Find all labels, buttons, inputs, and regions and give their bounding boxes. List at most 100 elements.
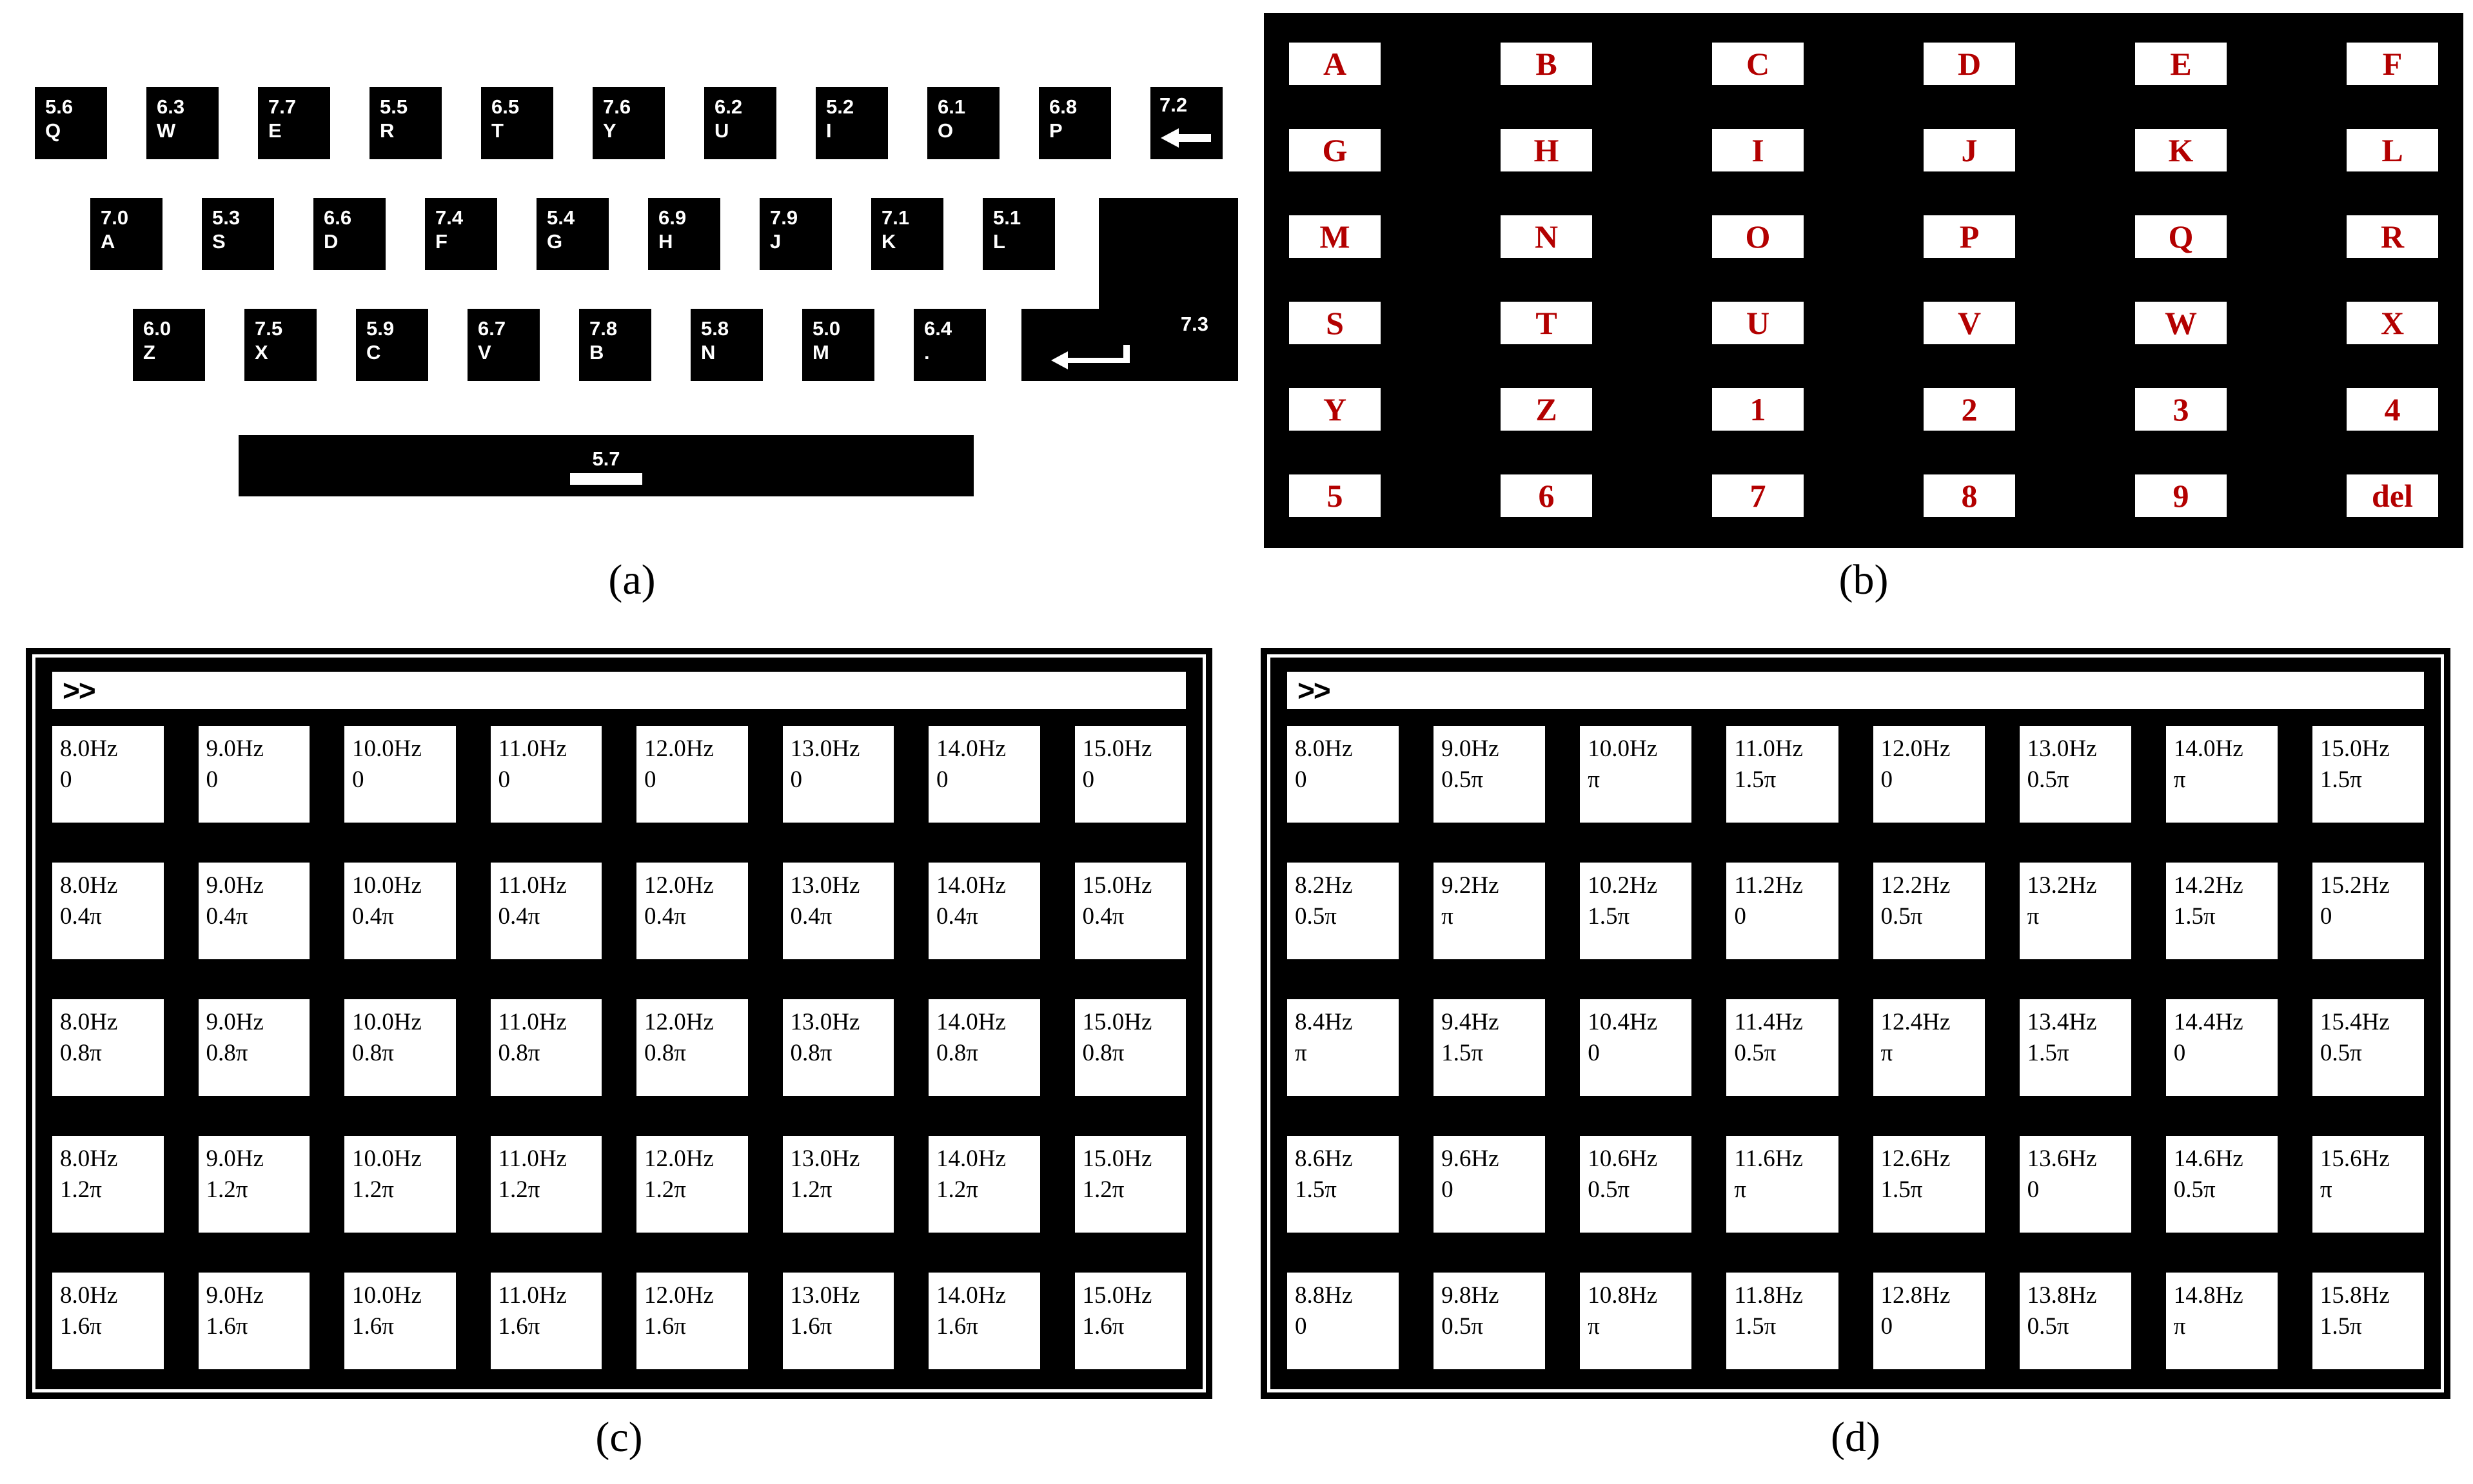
enter-key[interactable]: 7.3 — [1021, 309, 1238, 381]
backspace-key[interactable]: 7.2 — [1150, 87, 1223, 159]
key-period[interactable]: 6.4. — [914, 309, 986, 381]
key-C[interactable]: C — [1712, 43, 1804, 85]
space-key[interactable]: 5.7 — [239, 435, 974, 496]
key-K[interactable]: K — [2135, 129, 2227, 171]
key-6[interactable]: 6 — [1501, 474, 1592, 517]
key-N[interactable]: N — [1501, 215, 1592, 258]
key-M[interactable]: M — [1289, 215, 1381, 258]
key-I[interactable]: I — [1712, 129, 1804, 171]
key-E[interactable]: E — [2135, 43, 2227, 85]
key-3[interactable]: 3 — [2135, 388, 2227, 431]
text-input-bar-c[interactable]: >> — [52, 672, 1186, 709]
key-J[interactable]: J — [1924, 129, 2015, 171]
key-4[interactable]: 4 — [2347, 388, 2438, 431]
key-5[interactable]: 5 — [1289, 474, 1381, 517]
key-V[interactable]: V — [1924, 302, 2015, 344]
key-Y[interactable]: Y — [1289, 388, 1381, 431]
key-9[interactable]: 9 — [2135, 474, 2227, 517]
key-8[interactable]: 8 — [1924, 474, 2015, 517]
key-A[interactable]: A — [1289, 43, 1381, 85]
key-G[interactable]: G — [1289, 129, 1381, 171]
key-F[interactable]: F — [2347, 43, 2438, 85]
text-input-bar-d[interactable]: >> — [1287, 672, 2424, 709]
key-B[interactable]: B — [1501, 43, 1592, 85]
enter-key-top[interactable] — [1099, 198, 1238, 314]
key-R[interactable]: R — [2347, 215, 2438, 258]
key-T[interactable]: T — [1501, 302, 1592, 344]
key-Q[interactable]: Q — [2135, 215, 2227, 258]
key-X[interactable]: X — [2347, 302, 2438, 344]
